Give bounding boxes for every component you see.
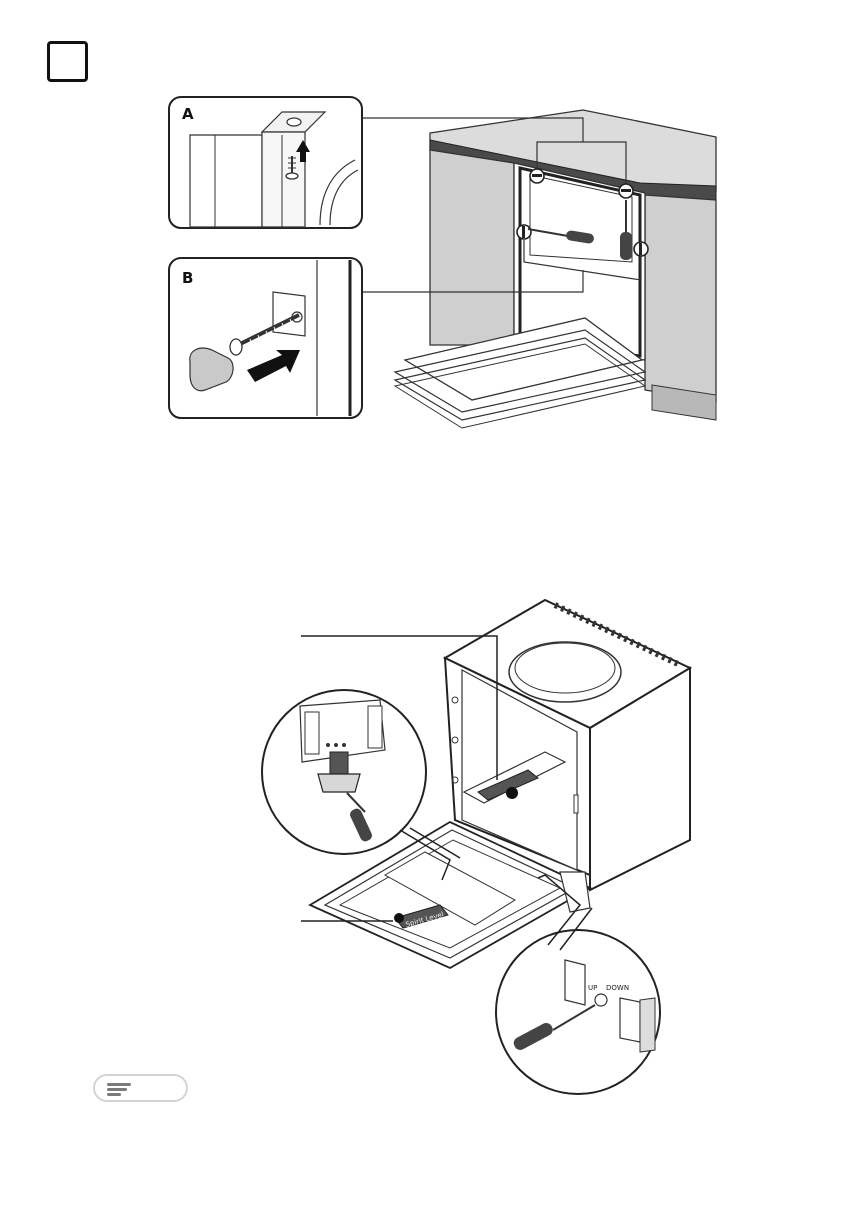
inset-a: A: [169, 97, 362, 228]
adjust-down-label: DOWN: [606, 984, 629, 992]
adjust-up-label: UP: [588, 984, 597, 992]
inset-b-label: B: [182, 269, 193, 287]
menu-button[interactable]: [93, 1074, 188, 1102]
cabinet-and-dishwasher: [362, 110, 716, 428]
inset-a-label: A: [182, 105, 194, 123]
inset-b: B: [169, 258, 362, 418]
